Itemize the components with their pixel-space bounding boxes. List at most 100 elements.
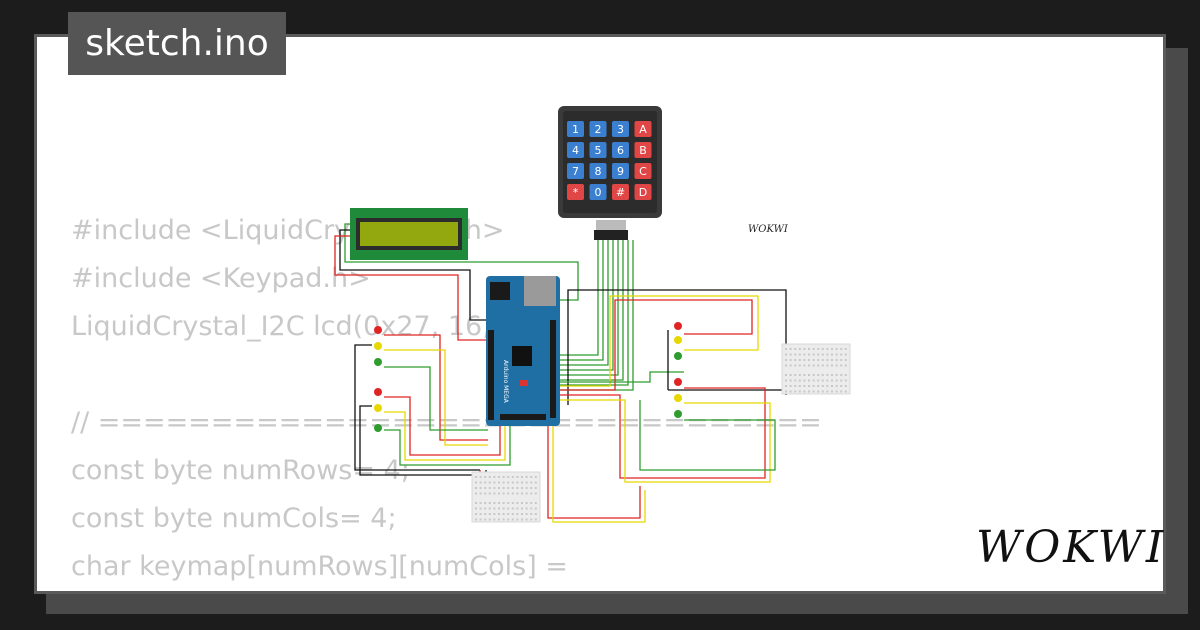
- breadboard-hole: [507, 492, 510, 495]
- breadboard-hole: [844, 353, 847, 356]
- breadboard-hole: [798, 359, 801, 361]
- breadboard-hole: [817, 353, 820, 356]
- breadboard-hole: [475, 487, 477, 489]
- breadboard-hole: [789, 374, 792, 376]
- breadboard-hole: [493, 507, 496, 510]
- breadboard-hole: [488, 507, 491, 510]
- breadboard-hole: [803, 374, 806, 376]
- breadboard-hole: [534, 481, 537, 484]
- keypad-key-label: 5: [595, 144, 602, 157]
- breadboard-hole: [831, 379, 833, 382]
- keypad-key[interactable]: [567, 121, 584, 137]
- breadboard-hole: [498, 481, 500, 484]
- breadboard-hole: [821, 348, 824, 350]
- breadboard-hole: [789, 359, 792, 361]
- breadboard-hole: [530, 487, 533, 489]
- breadboard-hole: [789, 385, 792, 387]
- keypad-key[interactable]: [589, 121, 607, 137]
- breadboard-hole: [826, 348, 829, 350]
- breadboard-hole: [498, 487, 500, 489]
- breadboard-hole: [844, 364, 847, 367]
- keypad-key[interactable]: [612, 184, 629, 200]
- breadboard-hole: [488, 513, 491, 515]
- breadboard-hole: [498, 502, 500, 504]
- breadboard-hole: [817, 374, 820, 376]
- breadboard-hole: [835, 385, 838, 387]
- keypad-key[interactable]: [612, 121, 629, 137]
- breadboard-hole: [803, 359, 806, 361]
- keypad-key[interactable]: [634, 142, 652, 158]
- breadboard-hole: [821, 379, 824, 382]
- breadboard-hole: [498, 476, 500, 478]
- breadboard-hole: [502, 502, 505, 504]
- breadboard-hole: [826, 359, 829, 361]
- file-tab[interactable]: sketch.ino: [68, 12, 286, 75]
- breadboard-hole: [516, 487, 519, 489]
- breadboard-hole: [844, 359, 847, 361]
- breadboard-hole: [484, 476, 487, 478]
- breadboard-hole: [511, 507, 514, 510]
- red-led: [374, 388, 382, 396]
- breadboard-hole: [808, 385, 810, 387]
- keypad-key[interactable]: [567, 142, 584, 158]
- breadboard-hole: [803, 379, 806, 382]
- keypad-key[interactable]: [612, 163, 629, 179]
- breadboard-hole: [530, 507, 533, 510]
- keypad-key[interactable]: [634, 184, 652, 200]
- code-line: #include <Keypad.h>: [71, 263, 371, 294]
- breadboard-hole: [521, 481, 523, 484]
- breadboard-hole: [493, 476, 496, 478]
- breadboard-hole: [812, 390, 815, 393]
- breadboard-hole: [844, 390, 847, 393]
- breadboard-hole: [525, 492, 528, 495]
- breadboard-hole: [803, 353, 806, 356]
- keypad-key[interactable]: [612, 142, 629, 158]
- breadboard-left: [471, 471, 541, 523]
- breadboard-hole: [835, 374, 838, 376]
- breadboard-hole: [479, 481, 482, 484]
- breadboard-hole: [826, 385, 829, 387]
- keypad-key[interactable]: [634, 163, 652, 179]
- keypad-key[interactable]: [634, 121, 652, 137]
- breadboard-hole: [484, 507, 487, 510]
- keypad-key-label: 2: [595, 123, 602, 136]
- breadboard-hole: [475, 507, 477, 510]
- breadboard-hole: [530, 476, 533, 478]
- breadboard-hole: [488, 492, 491, 495]
- breadboard-hole: [479, 487, 482, 489]
- breadboard-hole: [516, 476, 519, 478]
- breadboard-hole: [521, 502, 523, 504]
- breadboard-hole: [488, 502, 491, 504]
- breadboard-hole: [785, 364, 787, 367]
- breadboard-hole: [502, 487, 505, 489]
- breadboard-hole: [803, 348, 806, 350]
- breadboard-hole: [479, 492, 482, 495]
- breadboard-hole: [826, 379, 829, 382]
- breadboard-hole: [789, 379, 792, 382]
- keypad-key[interactable]: [589, 184, 607, 200]
- breadboard-hole: [803, 390, 806, 393]
- breadboard-hole: [516, 502, 519, 504]
- breadboard-hole: [511, 487, 514, 489]
- keypad-key[interactable]: [567, 163, 584, 179]
- breadboard-hole: [479, 518, 482, 521]
- wokwi-small-logo: WOKWI: [748, 224, 789, 235]
- breadboard-hole: [475, 513, 477, 515]
- breadboard-hole: [789, 390, 792, 393]
- led-group-right-top: [674, 322, 682, 360]
- breadboard-hole: [493, 492, 496, 495]
- keypad-key[interactable]: [567, 184, 584, 200]
- breadboard-hole: [475, 476, 477, 478]
- keypad-key[interactable]: [589, 142, 607, 158]
- keypad-key[interactable]: [589, 163, 607, 179]
- keypad-key-label: 6: [617, 144, 624, 157]
- breadboard-hole: [844, 374, 847, 376]
- breadboard-hole: [475, 502, 477, 504]
- breadboard-hole: [530, 502, 533, 504]
- keypad-key-label: #: [616, 186, 625, 199]
- breadboard-hole: [821, 385, 824, 387]
- arduino-mega-board[interactable]: Arduino MEGA: [486, 276, 560, 426]
- breadboard-hole: [484, 481, 487, 484]
- keypad-key-label: 9: [617, 165, 624, 178]
